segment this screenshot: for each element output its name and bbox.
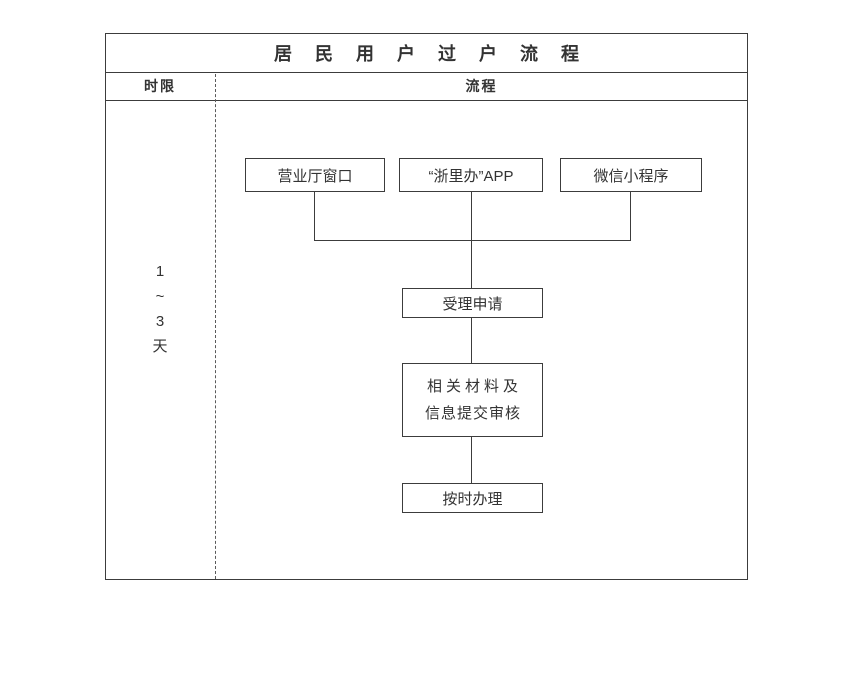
time-limit-char: 1 — [155, 263, 165, 280]
connector-right-stub — [630, 192, 631, 240]
entry-box-zheliban-app: “浙里办”APP — [399, 158, 543, 192]
step-box-materials-review: 相关材料及 信息提交审核 — [402, 363, 543, 437]
header-separator-line — [106, 100, 747, 101]
materials-review-line2: 信息提交审核 — [424, 405, 521, 422]
column-header-time-limit: 时限 — [144, 78, 176, 94]
column-divider-dashed-line — [215, 74, 216, 579]
step-box-accept-application: 受理申请 — [402, 288, 543, 318]
title-separator-line — [106, 72, 747, 73]
flow-title: 居 民 用 户 过 户 流 程 — [273, 43, 588, 64]
connector-merge-line — [314, 240, 631, 241]
entry-box-wechat-miniprogram: 微信小程序 — [560, 158, 702, 192]
materials-review-line1: 相关材料及 — [426, 378, 522, 395]
column-header-process: 流程 — [465, 78, 498, 94]
time-limit-char: 天 — [152, 338, 168, 355]
step-box-timely-processing: 按时办理 — [402, 483, 543, 513]
connector-center-drop — [471, 192, 472, 288]
connector-accept-to-materials — [471, 318, 472, 363]
time-limit-value: 1 ~ 3 天 — [105, 259, 215, 359]
time-limit-char: 3 — [155, 313, 165, 330]
connector-materials-to-final — [471, 437, 472, 483]
entry-box-hall-window: 营业厅窗口 — [245, 158, 385, 192]
time-limit-char: ~ — [155, 288, 165, 305]
connector-left-stub — [314, 192, 315, 240]
